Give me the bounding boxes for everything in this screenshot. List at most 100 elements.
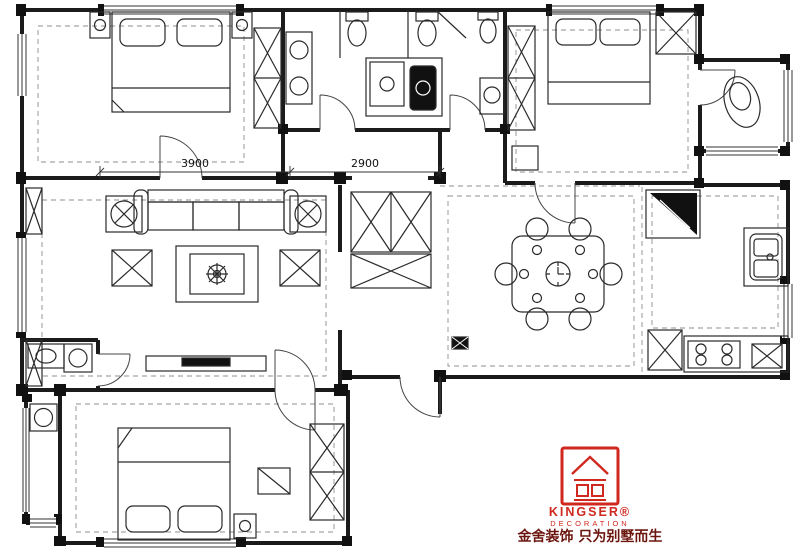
living-room	[25, 187, 327, 387]
dimension-label-2900: 2900	[351, 157, 379, 170]
table-centerpiece	[545, 261, 571, 287]
toilet-icon	[477, 11, 499, 44]
shower-drain-icon	[379, 76, 395, 92]
washer-icon	[409, 65, 437, 111]
window-bedroom3-bottom	[104, 537, 236, 549]
plate-icon	[574, 244, 586, 256]
door-smallroom	[699, 69, 736, 106]
basin-icon	[289, 76, 309, 96]
balcony	[29, 403, 58, 432]
door-swings	[97, 69, 736, 431]
window-living-left	[16, 238, 28, 332]
kingser-logo: KINGSER® DECORATION 金舍装饰 只为别墅而生	[517, 446, 663, 545]
shoe-cabinet	[350, 253, 432, 289]
toilet-icon	[345, 11, 369, 47]
dimension-label-3900: 3900	[181, 157, 209, 170]
entry-floor-symbol	[451, 336, 469, 350]
vanity-counter	[285, 31, 313, 105]
bed-bedroom2	[547, 11, 651, 105]
plate-icon	[531, 292, 543, 304]
kitchen-counter	[683, 335, 789, 373]
coffee-table-rug	[175, 245, 259, 303]
basin-icon	[35, 348, 57, 364]
bedroom1	[89, 11, 282, 129]
corner-cabinet	[645, 189, 701, 239]
shower-room	[365, 57, 443, 117]
bedroom3	[117, 423, 345, 541]
vanity-counter	[479, 77, 505, 115]
toilet-icon	[415, 11, 439, 47]
door-bedroom2	[534, 182, 576, 224]
plate-icon	[518, 268, 530, 280]
windows	[16, 4, 794, 549]
chair-icon	[568, 307, 592, 331]
chair-icon	[525, 217, 549, 241]
shower-tray	[369, 61, 405, 107]
nightstand	[231, 11, 253, 39]
pillow	[125, 505, 171, 533]
sofa	[133, 189, 299, 235]
pillow	[119, 18, 166, 47]
brand-tagline: 金舍装饰 只为别墅而生	[517, 528, 663, 545]
chair-icon	[525, 307, 549, 331]
wall-piers	[16, 4, 790, 547]
fridge-icon	[647, 329, 683, 371]
window-bedroom1-top	[104, 4, 236, 16]
plate-icon	[531, 244, 543, 256]
door-bedroom3	[274, 389, 316, 431]
kingser-seal-icon	[560, 446, 620, 506]
kitchen	[645, 189, 789, 373]
small-bathroom	[27, 343, 93, 373]
pillow	[599, 18, 641, 46]
stove-icon	[687, 340, 741, 369]
window-bedroom1-left	[16, 34, 28, 96]
pillow	[555, 18, 597, 46]
door-bath2	[449, 94, 486, 131]
plate-icon	[587, 268, 599, 280]
nightstand	[233, 513, 257, 539]
cabinet-bedroom2	[655, 11, 697, 55]
pillow	[176, 18, 223, 47]
dining-room	[451, 217, 623, 350]
chair-icon	[494, 262, 518, 286]
tv-cabinet	[145, 355, 267, 372]
window-smallroom-bottom	[706, 146, 778, 156]
dimension-annotations: 3900 2900	[95, 157, 445, 178]
tv-icon	[181, 357, 231, 367]
window-balcony-bottom	[30, 517, 56, 529]
washer-icon	[29, 403, 58, 432]
window-balcony-left	[20, 408, 32, 512]
basin-icon	[289, 40, 309, 60]
ceiling-dashed-lines	[37, 25, 779, 533]
chair-icon	[599, 262, 623, 286]
side-table	[279, 249, 321, 287]
nightstand	[89, 11, 111, 39]
window-smallroom-right	[782, 70, 794, 142]
wardrobe-bedroom1	[253, 27, 282, 129]
brand-subtitle: DECORATION	[550, 519, 629, 528]
basin-icon	[483, 86, 501, 104]
hallway	[350, 191, 432, 289]
wardrobe-bedroom2	[507, 25, 536, 131]
window-bedroom2-top	[552, 4, 656, 16]
chair-icon	[568, 217, 592, 241]
column-cabinet	[25, 187, 43, 235]
door-bedroom1	[159, 135, 203, 179]
door-entry	[399, 376, 441, 418]
dining-table	[511, 235, 605, 313]
dish-rack	[751, 343, 783, 369]
window-kitchen-right	[782, 284, 794, 338]
armchair	[105, 195, 143, 233]
bed-bedroom1	[111, 11, 231, 113]
door-living	[274, 349, 316, 391]
bed-bedroom3	[117, 427, 231, 541]
door-smallbath	[97, 353, 131, 387]
armchair	[289, 195, 327, 233]
bidet-icon	[723, 76, 761, 128]
brand-name: KINGSER®	[549, 505, 631, 519]
washer-icon	[63, 343, 93, 373]
hall-closet	[350, 191, 432, 253]
pillow	[177, 505, 223, 533]
